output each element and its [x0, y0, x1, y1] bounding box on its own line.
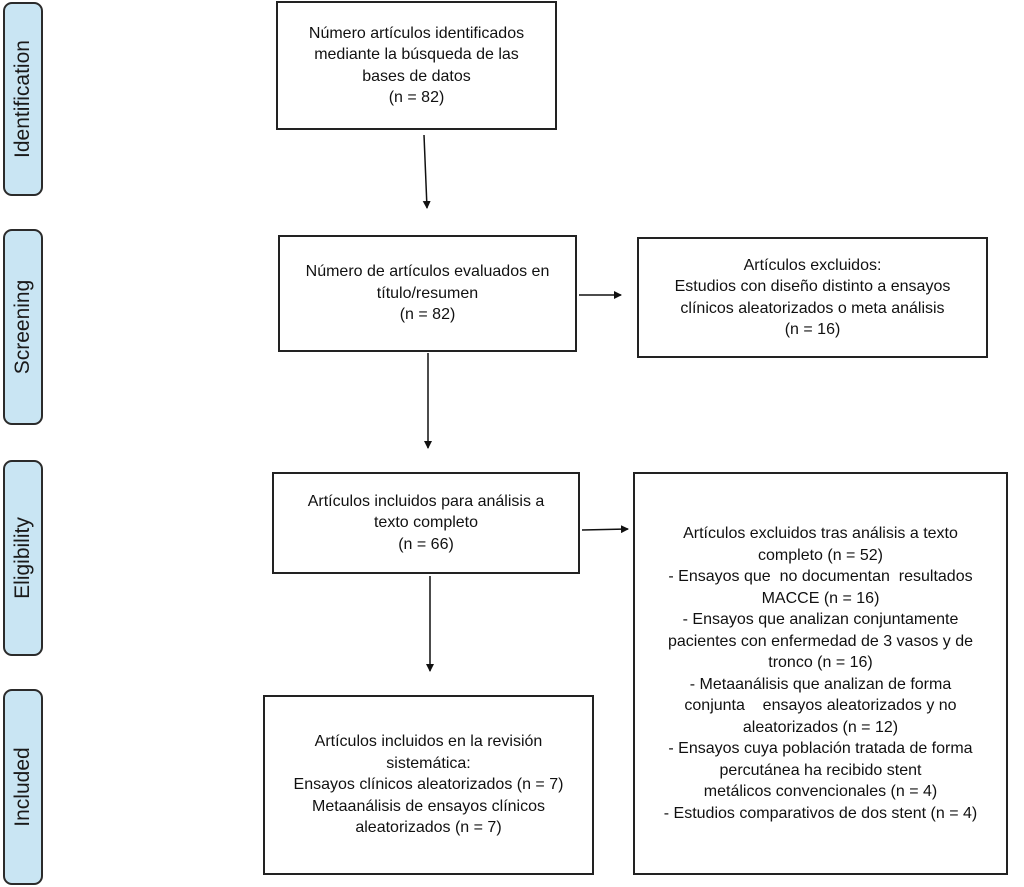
box-included-line: Artículos incluidos en la revisión [314, 733, 543, 751]
phase-screening: Screening [3, 229, 43, 425]
box-fulltext-line: Artículos incluidos para análisis a [307, 492, 545, 510]
box-excluded-screening-line: Artículos excluidos: [743, 256, 882, 274]
box-excluded-fulltext: Artículos excluidos tras análisis a text… [633, 472, 1008, 875]
box-excluded-screening: Artículos excluidos: Estudios con diseño… [637, 237, 988, 358]
box-screened-line: (n = 82) [399, 306, 456, 324]
box-included-line: aleatorizados (n = 7) [355, 819, 502, 837]
box-excluded-screening-line: (n = 16) [784, 321, 841, 338]
box-fulltext-line: (n = 66) [398, 535, 454, 553]
phase-eligibility-label: Eligibility [11, 517, 34, 599]
box-excluded-fulltext-line: pacientes con enfermedad de 3 vasos y de [667, 632, 974, 650]
box-excluded-fulltext-line: - Ensayos que analizan conjuntamente [682, 611, 959, 628]
box-screened-line: título/resumen [376, 284, 479, 302]
box-included-line: sistemática: [386, 754, 471, 772]
box-included-line: Ensayos clínicos aleatorizados (n = 7) [293, 776, 564, 794]
box-excluded-fulltext-line: MACCE (n = 16) [761, 589, 880, 607]
box-screened-line: Número de artículos evaluados en [305, 263, 550, 281]
phase-identification: Identification [3, 2, 43, 196]
box-included-line: Metaanálisis de ensayos clínicos [311, 797, 545, 815]
box-identified-records: Número artículos identificados mediante … [276, 1, 557, 130]
box-excluded-fulltext-line: - Ensayos que no documentan resultados [668, 568, 973, 585]
box-identified-line: Número artículos identificados [308, 24, 525, 42]
box-excluded-fulltext-line: - Estudios comparativos de dos stent (n … [663, 804, 978, 822]
box-excluded-fulltext-line: - Metaanálisis que analizan de forma [689, 675, 952, 693]
phase-screening-label: Screening [11, 279, 34, 375]
box-identified-line: mediante la búsqueda de las [314, 46, 519, 63]
box-identified-line: (n = 82) [388, 89, 445, 106]
box-excluded-fulltext-line: aleatorizados (n = 12) [742, 718, 899, 736]
box-excluded-screening-line: clínicos aleatorizados o meta análisis [680, 299, 945, 317]
arrow-identified-to-screened [422, 134, 431, 209]
phase-identification-label: Identification [11, 40, 34, 158]
box-screened-records: Número de artículos evaluados en título/… [278, 235, 577, 352]
box-excluded-fulltext-line: completo (n = 52) [758, 546, 883, 564]
box-excluded-fulltext-line: - Ensayos cuya población tratada de form… [668, 740, 973, 757]
box-excluded-fulltext-line: Artículos excluidos tras análisis a text… [683, 525, 958, 542]
phase-eligibility: Eligibility [3, 460, 43, 656]
phase-included: Included [3, 689, 43, 885]
box-fulltext-assessed: Artículos incluidos para análisis a text… [272, 472, 580, 574]
box-excluded-fulltext-line: tronco (n = 16) [768, 654, 873, 671]
box-excluded-fulltext-line: metálicos convencionales (n = 4) [703, 783, 938, 800]
box-included-studies: Artículos incluidos en la revisión siste… [263, 695, 594, 875]
box-excluded-fulltext-line: conjunta ensayos aleatorizados y no [684, 697, 957, 714]
box-fulltext-line: texto completo [373, 514, 479, 532]
box-excluded-fulltext-line: percutánea ha recibido stent [719, 761, 922, 779]
box-excluded-screening-line: Estudios con diseño distinto a ensayos [674, 278, 951, 295]
box-identified-line: bases de datos [362, 67, 471, 85]
phase-included-label: Included [11, 747, 34, 827]
arrow-fulltext-to-excluded [581, 525, 629, 534]
